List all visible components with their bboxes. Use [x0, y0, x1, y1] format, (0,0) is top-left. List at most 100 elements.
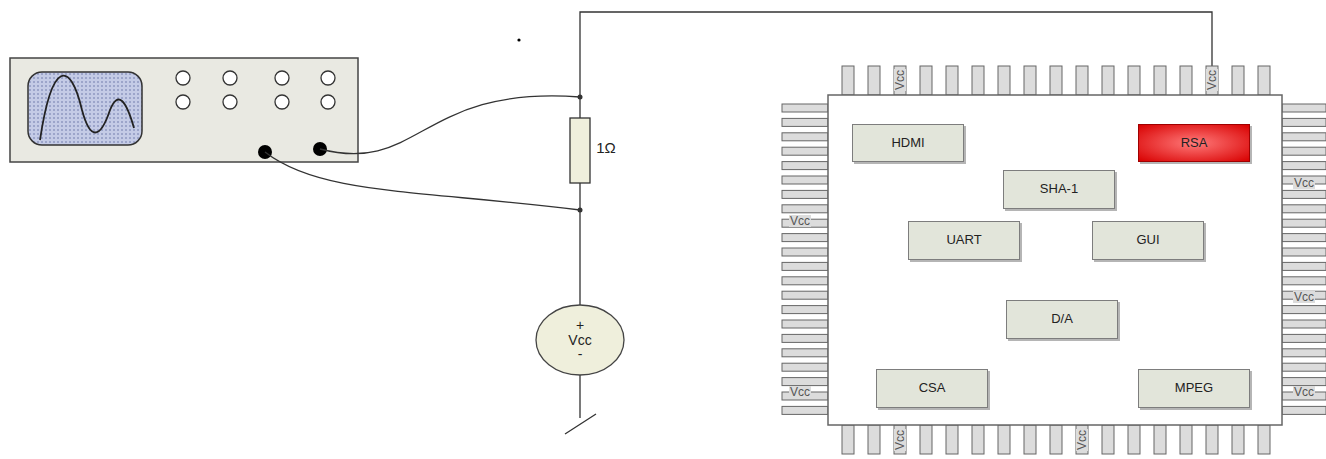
chip-pin	[1282, 190, 1326, 198]
chip-pin	[1154, 66, 1166, 95]
chip-pin	[1128, 425, 1140, 454]
source-label: +	[576, 318, 584, 333]
chip-pin	[972, 425, 984, 454]
chip-pin	[782, 104, 828, 112]
chip-pin	[998, 425, 1010, 454]
chip-pin	[1282, 234, 1326, 242]
block-label: UART	[946, 233, 981, 248]
chip-pin	[782, 378, 828, 386]
junction-dot	[578, 95, 583, 100]
chip-pin	[1282, 162, 1326, 170]
chip-pin	[1024, 425, 1036, 454]
chip-pin	[1102, 425, 1114, 454]
voltage-source: +Vcc-	[535, 304, 625, 376]
chip-pin	[868, 66, 880, 95]
block-label: GUI	[1136, 233, 1159, 248]
chip-pin	[1180, 66, 1192, 95]
pin-name: Vcc	[894, 69, 906, 91]
chip-pin	[1232, 66, 1244, 95]
chip-pin	[1050, 66, 1062, 95]
pin-name: Vcc	[789, 215, 811, 227]
chip-pin	[920, 66, 932, 95]
chip-pin	[842, 66, 854, 95]
chip-pin	[1206, 66, 1218, 95]
chip-pin	[1282, 306, 1326, 314]
chip-pin	[998, 66, 1010, 95]
chip-pin	[782, 234, 828, 242]
chip-pin	[1282, 262, 1326, 270]
chip-pin	[1282, 406, 1326, 414]
functional-block: HDMI	[852, 124, 964, 162]
chip-pin	[782, 306, 828, 314]
chip-pin	[782, 334, 828, 342]
pin-name: Vcc	[1293, 386, 1315, 398]
pin-name: Vcc	[1293, 291, 1315, 303]
chip-pin	[782, 363, 828, 371]
source-label: Vcc	[568, 333, 591, 348]
chip-pin	[782, 277, 828, 285]
chip-pin	[946, 425, 958, 454]
chip-pin	[1282, 378, 1326, 386]
block-label: D/A	[1051, 312, 1073, 327]
chip-pin	[1282, 248, 1326, 256]
chip-pin	[1282, 320, 1326, 328]
block-label: RSA	[1181, 136, 1208, 151]
probe-wire	[265, 152, 580, 210]
ground-symbol	[565, 375, 596, 434]
chip-pin	[782, 190, 828, 198]
chip-pin	[782, 118, 828, 126]
chip-pin	[868, 425, 880, 454]
junction-dot	[578, 208, 583, 213]
functional-block: UART	[908, 221, 1020, 260]
functional-block: CSA	[876, 369, 988, 408]
chip-pins	[782, 66, 1326, 454]
chip-pin	[782, 133, 828, 141]
chip-pin	[1282, 104, 1326, 112]
chip-pin	[1154, 425, 1166, 454]
chip-pin	[782, 262, 828, 270]
chip-pin	[1282, 118, 1326, 126]
chip-pin	[1076, 66, 1088, 95]
chip-pin	[1282, 147, 1326, 155]
chip-pin	[1282, 363, 1326, 371]
chip-pin	[1102, 66, 1114, 95]
chip-pin	[894, 425, 906, 454]
functional-block: SHA-1	[1003, 170, 1115, 209]
chip-pin	[1076, 425, 1088, 454]
chip-pin	[1282, 133, 1326, 141]
chip-pin	[920, 425, 932, 454]
chip-pin	[894, 66, 906, 95]
chip-pin	[1180, 425, 1192, 454]
chip-pin	[946, 66, 958, 95]
chip-pin	[1258, 425, 1270, 454]
functional-block: MPEG	[1138, 369, 1250, 408]
chip-pin	[782, 176, 828, 184]
oscilloscope	[10, 58, 358, 162]
source-label: -	[578, 347, 583, 362]
chip-pin	[1128, 66, 1140, 95]
chip-pin	[842, 425, 854, 454]
chip-pin	[782, 162, 828, 170]
functional-block: D/A	[1006, 300, 1118, 339]
chip-pin	[1282, 349, 1326, 357]
functional-block: GUI	[1092, 221, 1204, 260]
chip-pin	[1232, 425, 1244, 454]
chip-pin	[782, 320, 828, 328]
chip-pin	[1282, 219, 1326, 227]
chip-pin	[1024, 66, 1036, 95]
pin-name: Vcc	[894, 429, 906, 451]
chip-pin	[1206, 425, 1218, 454]
block-label: MPEG	[1175, 381, 1213, 396]
chip-pin	[782, 406, 828, 414]
chip-pin	[782, 147, 828, 155]
chip-pin	[782, 248, 828, 256]
chip-pin	[1282, 205, 1326, 213]
chip-pin	[1282, 334, 1326, 342]
pin-name: Vcc	[1206, 69, 1218, 91]
resistor-value: 1Ω	[596, 140, 616, 155]
functional-block: RSA	[1138, 124, 1250, 162]
chip-pin	[782, 349, 828, 357]
chip-body	[828, 95, 1282, 425]
pin-name: Vcc	[1293, 177, 1315, 189]
stray-dot	[517, 38, 520, 41]
